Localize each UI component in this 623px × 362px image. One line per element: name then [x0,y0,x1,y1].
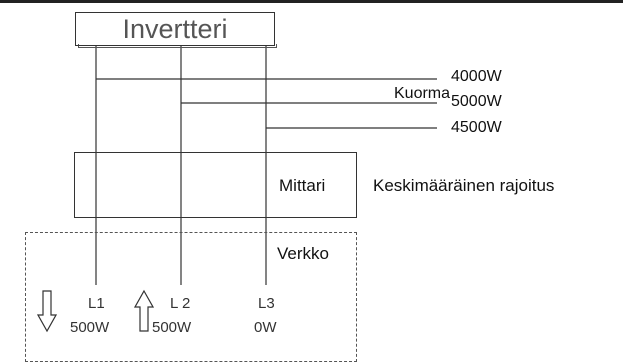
load-label: Kuorma [394,85,451,102]
phase-name-l2: L 2 [170,295,191,312]
phase-name-l3: L3 [258,295,275,312]
phase-power-l3: 0W [254,319,277,336]
meter-box [74,152,357,218]
grid-label: Verkko [277,244,329,263]
inverter-label: Invertteri [122,13,228,44]
phase-power-l2: 500W [152,319,192,336]
phase-power-l1: 500W [70,319,110,336]
load-value-l2: 5000W [451,93,502,110]
meter-label: Mittari [279,176,326,195]
load-value-l1: 4000W [451,68,502,85]
top-border [0,0,623,3]
up-arrow-icon [134,289,154,332]
phase-name-l1: L1 [88,295,105,312]
down-arrow-icon [37,290,57,333]
load-value-l3: 4500W [451,119,502,136]
inverter-box-shadow [78,44,277,48]
wiring-diagram [95,46,437,285]
inverter-box: Invertteri [75,12,275,46]
limit-mode-label: Keskimääräinen rajoitus [373,176,555,195]
